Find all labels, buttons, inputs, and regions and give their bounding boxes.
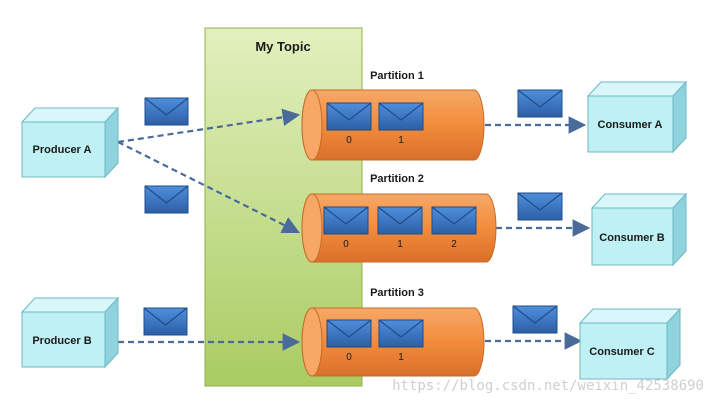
offset-label: 0 — [346, 352, 352, 363]
envelope-icon — [144, 185, 189, 214]
offset-label: 1 — [398, 352, 404, 363]
partition-1-label: Partition 1 — [370, 70, 424, 82]
offset-label: 0 — [343, 239, 349, 250]
offset-label: 2 — [451, 239, 457, 250]
offset-label: 0 — [346, 135, 352, 146]
consumer-c: Consumer C — [578, 307, 682, 381]
envelope-icon — [378, 102, 424, 131]
producer-a: Producer A — [20, 106, 120, 179]
envelope-icon — [377, 206, 423, 235]
consumer-b-label: Consumer B — [599, 232, 664, 244]
envelope-icon — [144, 97, 189, 126]
envelope-icon — [326, 102, 372, 131]
arrow-producer-a-to-partition-1 — [117, 108, 301, 144]
envelope-icon — [143, 307, 188, 336]
watermark: https://blog.csdn.net/weixin_42538690 — [392, 378, 704, 394]
envelope-icon — [512, 305, 558, 334]
partition-2-label: Partition 2 — [370, 173, 424, 185]
envelope-icon — [378, 319, 424, 348]
envelope-icon — [323, 206, 369, 235]
envelope-icon — [431, 206, 477, 235]
partition-1: Partition 1 0 1 — [301, 70, 485, 161]
producer-b: Producer B — [20, 296, 120, 369]
offset-label: 1 — [398, 135, 404, 146]
producer-a-label: Producer A — [33, 144, 92, 156]
partition-3-label: Partition 3 — [370, 287, 424, 299]
consumer-b: Consumer B — [590, 192, 688, 267]
flow-arrows — [117, 108, 591, 351]
producer-b-label: Producer B — [32, 335, 91, 347]
envelope-icon — [517, 192, 563, 221]
consumer-a-label: Consumer A — [598, 119, 663, 131]
envelope-icon — [326, 319, 372, 348]
consumer-a: Consumer A — [586, 80, 688, 154]
arrow-producer-a-to-partition-2 — [117, 141, 300, 233]
consumer-c-label: Consumer C — [589, 346, 654, 358]
partition-2: Partition 2 0 1 2 — [301, 173, 497, 263]
envelope-icon — [517, 89, 563, 118]
topic-label: My Topic — [255, 39, 310, 54]
partition-3: Partition 3 0 1 — [301, 287, 485, 377]
offset-label: 1 — [397, 239, 403, 250]
